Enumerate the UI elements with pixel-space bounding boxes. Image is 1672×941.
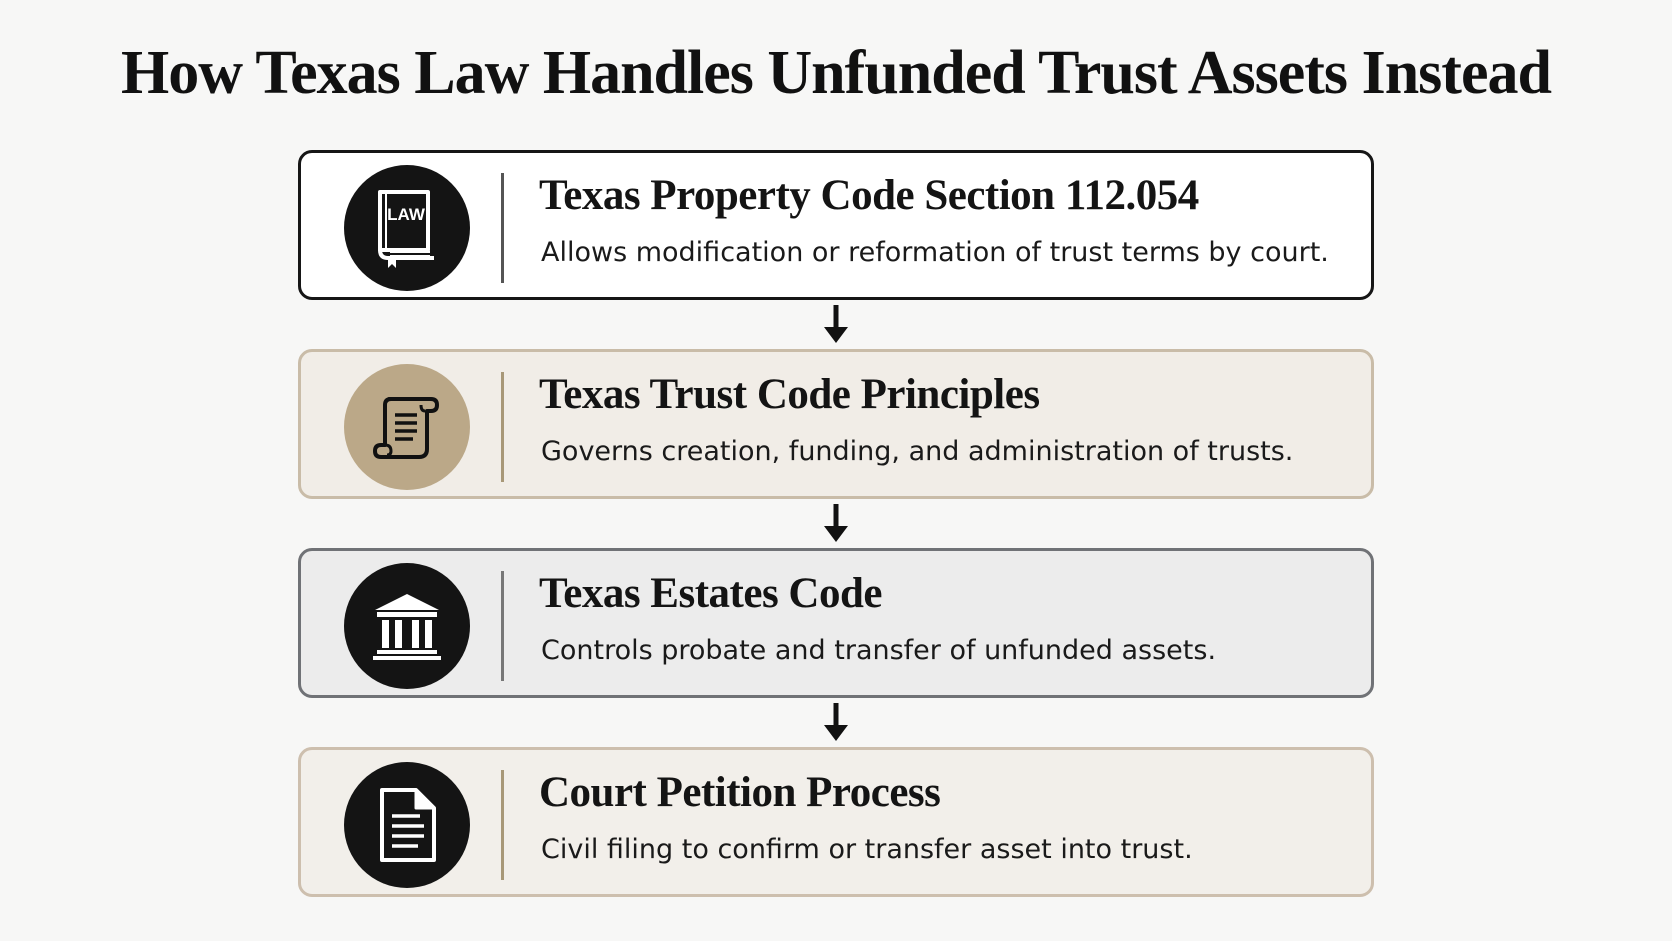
step-card-trust-code: Texas Trust Code Principles Governs crea… xyxy=(298,349,1374,499)
step-card-court-petition: Court Petition Process Civil filing to c… xyxy=(298,747,1374,897)
scroll-icon xyxy=(373,397,439,459)
step-title: Texas Estates Code xyxy=(539,570,882,617)
step-card-property-code: LAW Texas Property Code Section 112.054 … xyxy=(298,150,1374,300)
step-description: Allows modification or reformation of tr… xyxy=(541,237,1329,268)
step-description: Controls probate and transfer of unfunde… xyxy=(541,635,1217,666)
step-description: Civil filing to confirm or transfer asse… xyxy=(541,834,1193,865)
card-divider xyxy=(501,173,504,283)
card-divider xyxy=(501,571,504,681)
scroll-icon-circle xyxy=(344,364,470,490)
document-icon xyxy=(380,788,436,862)
down-arrow-icon xyxy=(824,305,848,343)
down-arrow-icon xyxy=(824,504,848,542)
step-description: Governs creation, funding, and administr… xyxy=(541,436,1294,467)
law-book-icon-circle: LAW xyxy=(344,165,470,291)
card-divider xyxy=(501,770,504,880)
courthouse-icon-circle xyxy=(344,563,470,689)
down-arrow-icon xyxy=(824,703,848,741)
law-book-icon: LAW xyxy=(378,190,434,268)
card-divider xyxy=(501,372,504,482)
step-title: Texas Trust Code Principles xyxy=(539,371,1040,418)
step-card-estates-code: Texas Estates Code Controls probate and … xyxy=(298,548,1374,698)
document-icon-circle xyxy=(344,762,470,888)
law-label: LAW xyxy=(387,205,426,224)
courthouse-icon xyxy=(373,594,441,660)
page-title: How Texas Law Handles Unfunded Trust Ass… xyxy=(121,39,1552,107)
step-title: Texas Property Code Section 112.054 xyxy=(539,172,1199,219)
step-title: Court Petition Process xyxy=(539,769,941,816)
